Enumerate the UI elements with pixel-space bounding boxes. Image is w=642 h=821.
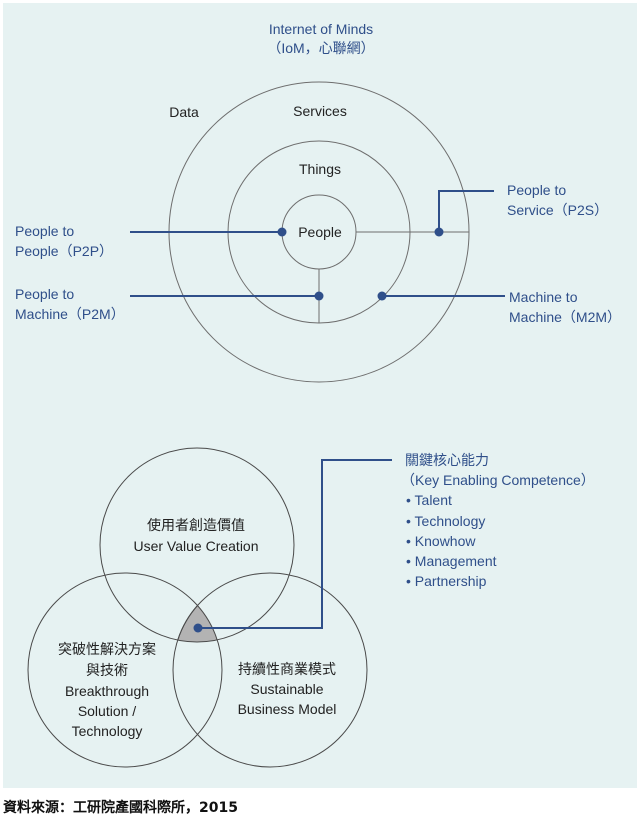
callout-title-en: （Key Enabling Competence） bbox=[401, 472, 595, 488]
p2m-label-line2: Machine（P2M） bbox=[15, 306, 125, 322]
p2s-line bbox=[438, 190, 494, 232]
venn-circle-right bbox=[172, 572, 368, 768]
diagram-panel bbox=[3, 3, 637, 788]
ring-label-things: Things bbox=[299, 161, 341, 177]
venn-left-zh1: 突破性解決方案 bbox=[58, 641, 156, 657]
p2m-label-line1: People to bbox=[15, 286, 74, 302]
venn-circle-left bbox=[27, 572, 223, 768]
callout-item-talent: • Talent bbox=[406, 492, 452, 508]
venn-left-en1: Breakthrough bbox=[65, 683, 149, 699]
venn-left-en2: Solution / bbox=[78, 703, 136, 719]
venn-right-en2: Business Model bbox=[238, 701, 337, 717]
p2m-dot bbox=[314, 291, 324, 301]
p2s-label-line1: People to bbox=[507, 182, 566, 198]
m2m-dot bbox=[377, 291, 387, 301]
iom-title: Internet of Minds bbox=[269, 21, 373, 37]
ring-label-services: Services bbox=[293, 103, 347, 119]
p2p-label-line2: People（P2P） bbox=[15, 243, 113, 259]
venn-circle-top bbox=[99, 447, 295, 643]
callout-line bbox=[198, 459, 392, 629]
venn-top-zh: 使用者創造價值 bbox=[147, 517, 245, 533]
venn-left-en3: Technology bbox=[72, 723, 143, 739]
callout-dot bbox=[193, 623, 203, 633]
p2s-dot bbox=[434, 227, 444, 237]
callout-item-knowhow: • Knowhow bbox=[406, 533, 476, 549]
venn-left-zh2: 與技術 bbox=[86, 662, 128, 678]
venn-top-en: User Value Creation bbox=[133, 538, 258, 554]
p2p-label-line1: People to bbox=[15, 223, 74, 239]
callout-item-technology: • Technology bbox=[406, 513, 485, 529]
callout-title-zh: 關鍵核心能力 bbox=[405, 452, 489, 468]
source-note: 資料來源：工研院產國科際所，2015 bbox=[3, 799, 238, 816]
ring-label-data: Data bbox=[169, 104, 199, 120]
p2s-label-line2: Service（P2S） bbox=[507, 202, 608, 218]
venn-right-en1: Sustainable bbox=[250, 681, 323, 697]
venn-right-zh: 持續性商業模式 bbox=[238, 661, 336, 677]
p2p-dot bbox=[277, 227, 287, 237]
m2m-label-line1: Machine to bbox=[509, 289, 578, 305]
iom-subtitle: （IoM，心聯網） bbox=[267, 40, 374, 56]
callout-item-partnership: • Partnership bbox=[406, 573, 487, 589]
callout-item-management: • Management bbox=[406, 553, 497, 569]
m2m-label-line2: Machine（M2M） bbox=[509, 309, 621, 325]
ring-label-people: People bbox=[298, 224, 342, 240]
